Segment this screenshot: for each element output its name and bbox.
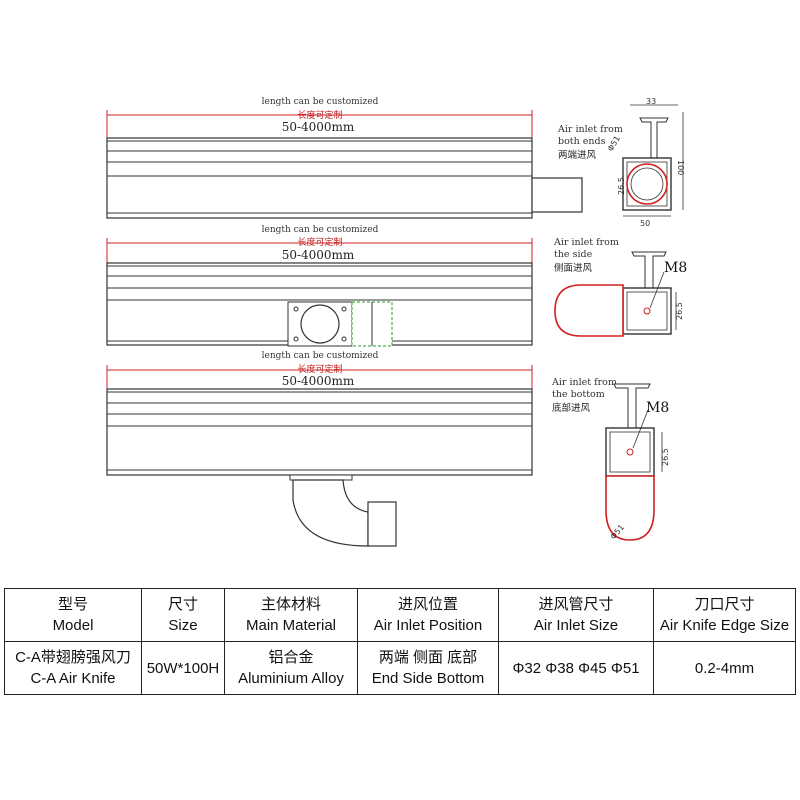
dim-side: 26.5 [675, 302, 684, 320]
inlet-note-en-2: both ends [558, 136, 606, 147]
inlet-note-en-2: the bottom [552, 389, 605, 400]
drawing-end-inlet: length can be customized 长度可定制 50-4000mm… [106, 97, 685, 228]
header-edge-size: 刀口尺寸 Air Knife Edge Size [653, 588, 796, 642]
header-inlet-position: 进风位置 Air Inlet Position [357, 588, 499, 642]
length-value: 50-4000mm [282, 120, 355, 134]
dim-side: 26.5 [661, 448, 670, 466]
side-section-view: M8 26.5 [554, 251, 687, 337]
inlet-note-cn: 侧面进风 [554, 262, 593, 274]
dim-top: 33 [646, 97, 656, 106]
drawing-side-inlet: length can be customized 长度可定制 50-4000mm… [106, 225, 687, 347]
length-note-cn: 长度可定制 [297, 109, 342, 121]
cell-edge-size: 0.2-4mm [653, 641, 796, 695]
header-inlet-size: 进风管尺寸 Air Inlet Size [498, 588, 654, 642]
dim-bottom: 50 [640, 219, 650, 228]
header-material: 主体材料 Main Material [224, 588, 358, 642]
length-note-en: length can be customized [262, 97, 379, 107]
end-inlet-pipe [531, 177, 583, 213]
spec-table: 型号 Model 尺寸 Size 主体材料 Main Material 进风位置… [4, 588, 796, 695]
inlet-note-en-2: the side [554, 249, 593, 260]
length-note-cn: 长度可定制 [297, 363, 342, 375]
cell-model: C-A带翅膀强风刀 C-A Air Knife [4, 641, 142, 695]
knife-body [106, 388, 533, 476]
end-section-view: 33 100 50 26.5 Φ51 [606, 97, 685, 228]
cell-inlet-position: 两端 侧面 底部 End Side Bottom [357, 641, 499, 695]
inlet-note-en-1: Air inlet from [553, 237, 619, 248]
header-size: 尺寸 Size [141, 588, 225, 642]
length-value: 50-4000mm [282, 248, 355, 262]
inlet-note-en-1: Air inlet from [557, 124, 623, 135]
side-inlet-flange [287, 301, 393, 347]
cell-size: 50W*100H [141, 641, 225, 695]
table-header-row: 型号 Model 尺寸 Size 主体材料 Main Material 进风位置… [4, 588, 796, 642]
header-model: 型号 Model [4, 588, 142, 642]
drawing-bottom-inlet: length can be customized 长度可定制 50-4000mm… [106, 351, 670, 547]
bottom-section-view: M8 26.5 Φ51 [605, 383, 670, 541]
inlet-note-cn: 两端进风 [558, 149, 597, 161]
dim-right: 100 [676, 160, 685, 175]
inlet-note-cn: 底部进风 [552, 402, 591, 414]
knife-body [106, 137, 533, 219]
length-note-cn: 长度可定制 [297, 236, 342, 248]
length-note-en: length can be customized [262, 351, 379, 361]
length-note-en: length can be customized [262, 225, 379, 235]
dim-diameter: Φ51 [606, 134, 622, 153]
dim-left: 26.5 [617, 177, 626, 195]
length-value: 50-4000mm [282, 374, 355, 388]
bottom-inlet-elbow [289, 474, 397, 547]
thread-label: M8 [664, 260, 687, 276]
technical-drawing: length can be customized 长度可定制 50-4000mm… [106, 97, 687, 547]
cell-material: 铝合金 Aluminium Alloy [224, 641, 358, 695]
thread-label: M8 [646, 400, 669, 416]
inlet-note-en-1: Air inlet from [551, 377, 617, 388]
cell-inlet-size: Φ32 Φ38 Φ45 Φ51 [498, 641, 654, 695]
table-row: C-A带翅膀强风刀 C-A Air Knife 50W*100H 铝合金 Alu… [4, 641, 796, 695]
